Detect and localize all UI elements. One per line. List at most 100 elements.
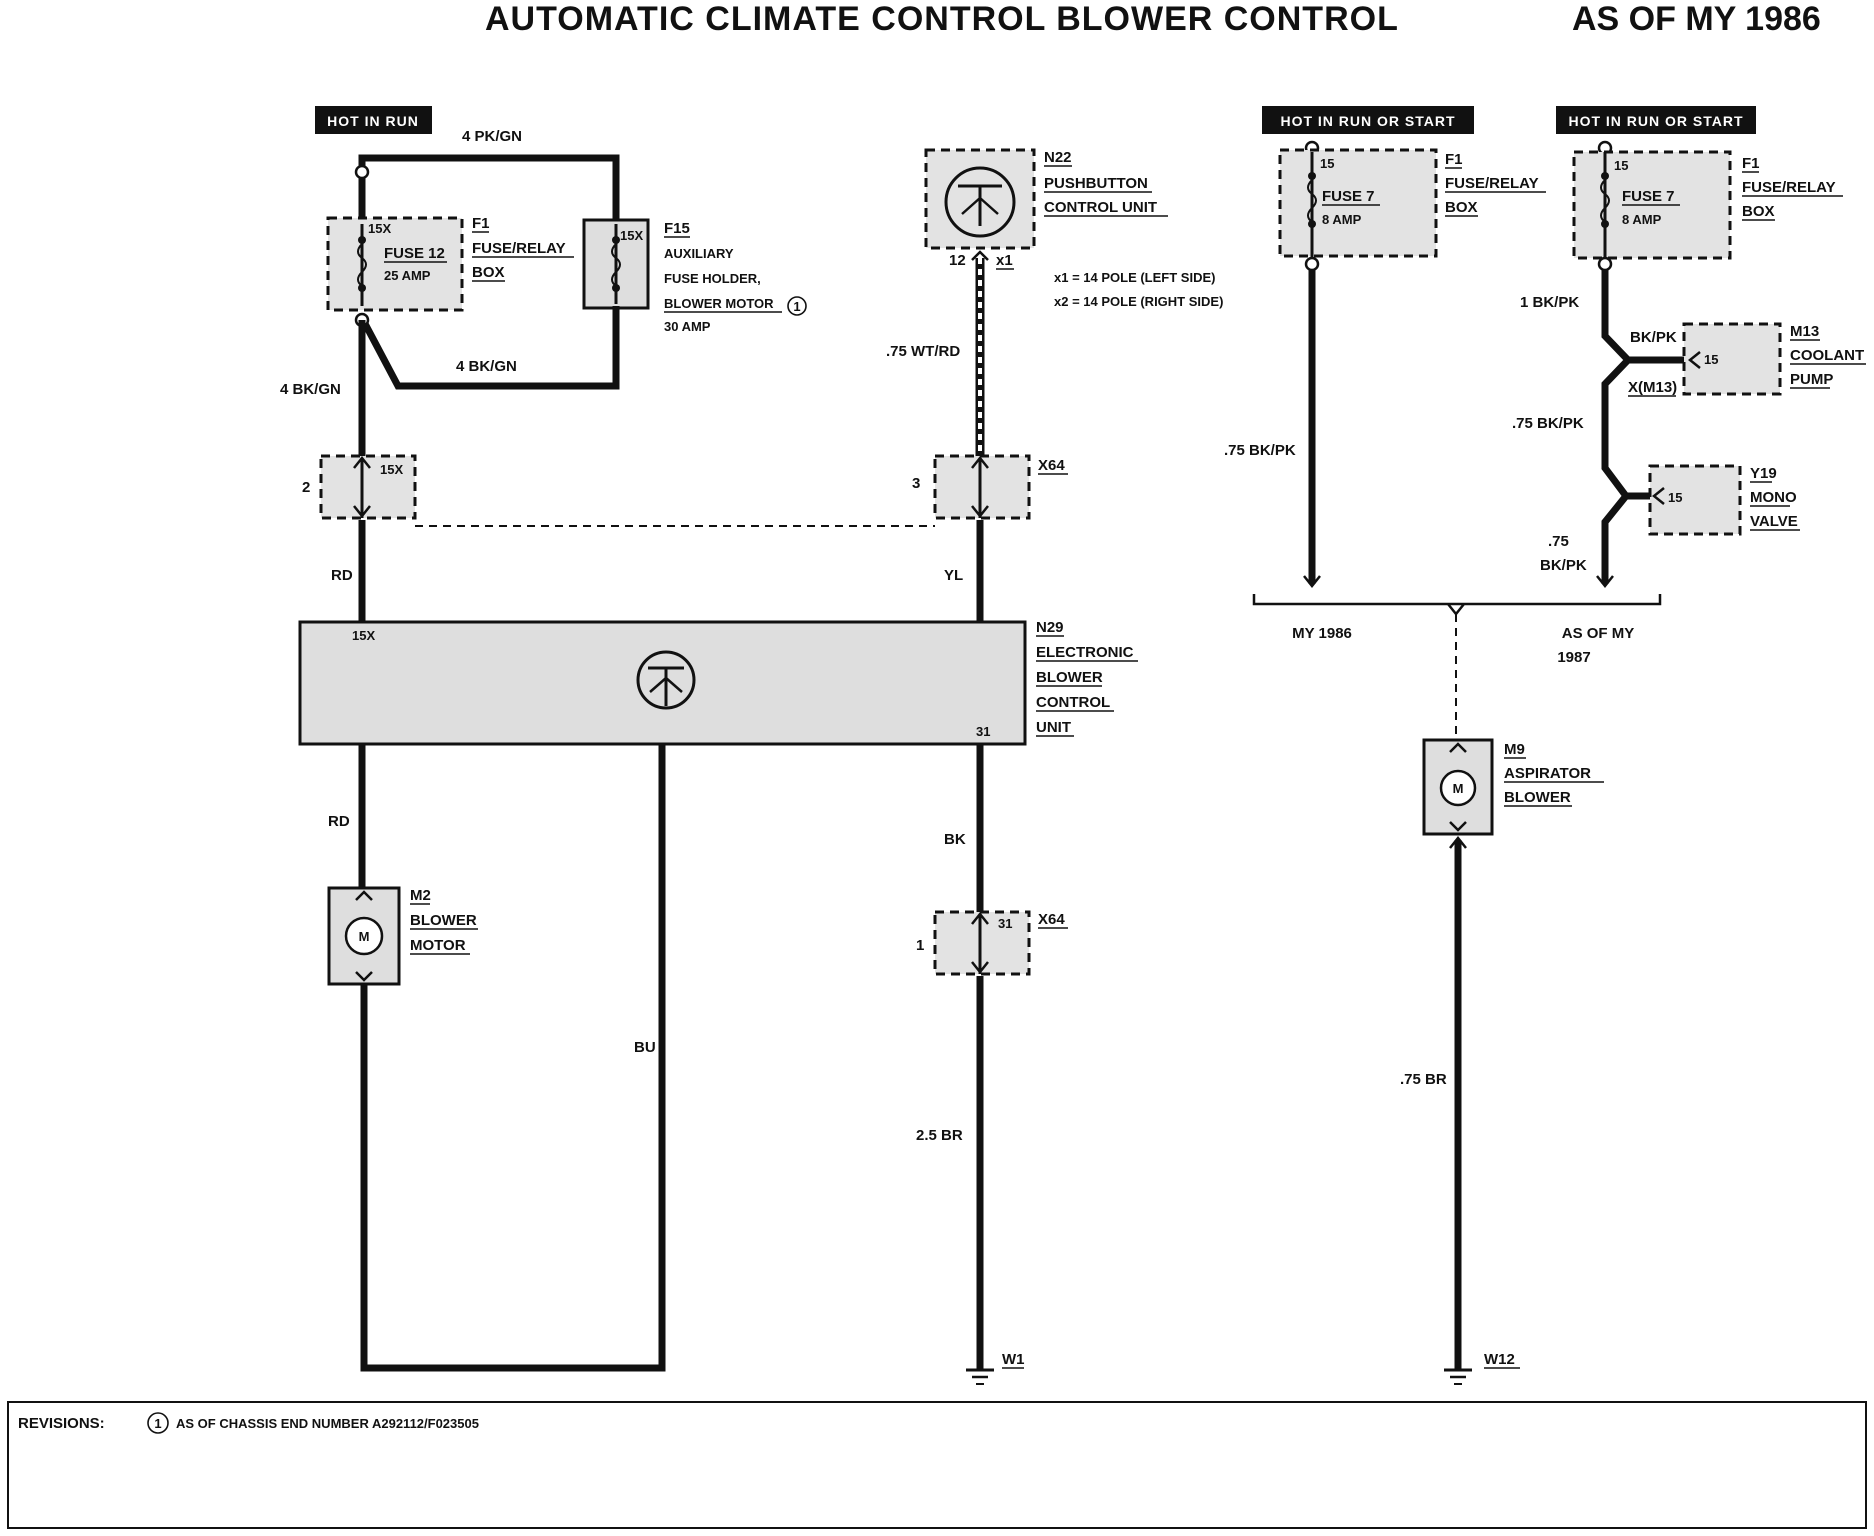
m2-id: M2 [410,887,431,904]
ground-w12 [1444,1368,1472,1385]
f15-label-2: FUSE HOLDER, [664,271,761,286]
svg-text:M: M [359,929,370,944]
n22-label-2: CONTROL UNIT [1044,199,1157,216]
wire-label-4-bk-gn-feed: 4 BK/GN [280,381,341,398]
f15-label-1: AUXILIARY [664,246,734,261]
svg-text:FUSE 7: FUSE 7 [1622,188,1675,205]
model-year-bracket [1252,594,1662,740]
svg-text:15X: 15X [380,462,403,477]
wire-4-bk-gn-loop [358,306,620,390]
wire-label-bu: BU [634,1039,656,1056]
wire-4-pk-gn [358,154,620,224]
svg-text:HOT IN RUN OR START: HOT IN RUN OR START [1280,113,1455,129]
f1-fuse-relay-box-left: 15X FUSE 12 25 AMP [326,216,464,312]
n22-pin-x1: x1 [996,252,1013,269]
m2-blower-motor: M [327,886,401,986]
wire-label-rd-lower: RD [328,813,350,830]
m13-id: M13 [1790,323,1819,340]
n22-pin-number: 12 [949,252,966,269]
svg-text:M: M [1453,781,1464,796]
f15-id: F15 [664,220,690,237]
svg-text:15: 15 [1614,158,1628,173]
f1-mid-id: F1 [1445,151,1463,168]
svg-text:FUSE 7: FUSE 7 [1322,188,1375,205]
f15-amp: 30 AMP [664,319,711,334]
y19-mono-valve: 15 [1648,464,1742,536]
f15-label-3: BLOWER MOTOR [664,296,774,311]
svg-text:8 AMP: 8 AMP [1322,212,1362,227]
wire-label-4-bk-gn-loop: 4 BK/GN [456,358,517,375]
m13-label-1: COOLANT [1790,347,1864,364]
y19-id: Y19 [1750,465,1777,482]
pole-note-line-2: x2 = 14 POLE (RIGHT SIDE) [1054,294,1223,309]
n29-label-1: ELECTRONIC [1036,644,1134,661]
m2-label-1: BLOWER [410,912,477,929]
wire-label-bk-pk-right: BK/PK [1540,557,1587,574]
m2-label-2: MOTOR [410,937,466,954]
wire-label-rd-upper: RD [331,567,353,584]
wire-label-1-bk-pk: 1 BK/PK [1520,294,1579,311]
m9-aspirator-blower: M [1422,738,1494,836]
x64-top-id: X64 [1038,457,1065,474]
hot-run-start-badge-1: HOT IN RUN OR START [1262,106,1474,134]
x64-bottom-id: X64 [1038,911,1065,928]
wire-bu [360,744,666,1372]
m9-id: M9 [1504,741,1525,758]
svg-text:8 AMP: 8 AMP [1622,212,1662,227]
svg-text:31: 31 [976,724,990,739]
f1-mid-label-2: BOX [1445,199,1478,216]
svg-text:FUSE 12: FUSE 12 [384,245,445,262]
svg-text:15X: 15X [368,221,391,236]
n29-label-3: CONTROL [1036,694,1110,711]
f1-left-label-2: BOX [472,264,505,281]
x64-right-pin: 3 [912,475,920,492]
wire-right-chain [1601,270,1633,584]
revisions-note-number: 1 [154,1416,161,1431]
svg-text:15: 15 [1668,490,1682,505]
n29-electronic-blower-control-unit: 15X 31 [298,620,1027,746]
revision-note-marker: 1 [787,296,807,316]
wire-label-75-right: .75 [1548,533,1569,550]
my-1986-label: MY 1986 [1292,625,1352,642]
y19-label-2: VALVE [1750,513,1798,530]
f1-right-id: F1 [1742,155,1760,172]
ground-w1-label: W1 [1002,1351,1025,1368]
wire-label-yl: YL [944,567,963,584]
y19-label-1: MONO [1750,489,1797,506]
f15-auxiliary-fuse-holder: 15X [582,218,650,310]
n22-label-1: PUSHBUTTON [1044,175,1148,192]
m13-label-2: PUMP [1790,371,1833,388]
wire-label-2-5-br: 2.5 BR [916,1127,963,1144]
hot-run-start-badge-2: HOT IN RUN OR START [1556,106,1756,134]
svg-text:25 AMP: 25 AMP [384,268,431,283]
as-of-my-1987-line-2: 1987 [1557,649,1590,666]
f1-mid-label-1: FUSE/RELAY [1445,175,1539,192]
revisions-text: AS OF CHASSIS END NUMBER A292112/F023505 [176,1416,479,1431]
svg-text:HOT IN RUN OR START: HOT IN RUN OR START [1568,113,1743,129]
pole-note-line-1: x1 = 14 POLE (LEFT SIDE) [1054,270,1215,285]
n29-label-2: BLOWER [1036,669,1103,686]
as-of-my-1987-line-1: AS OF MY [1562,625,1635,642]
f1-fuse-relay-box-mid: 15 FUSE 7 8 AMP [1278,148,1438,258]
x64-connector-right [933,454,1031,520]
m9-label-2: BLOWER [1504,789,1571,806]
f1-left-label-1: FUSE/RELAY [472,240,566,257]
f1-fuse-relay-box-right: 15 FUSE 7 8 AMP [1572,150,1732,260]
svg-text:31: 31 [998,916,1012,931]
m13-coolant-pump: 15 [1682,322,1782,396]
wire-label-75-wt-rd: .75 WT/RD [886,343,960,360]
f1-left-id: F1 [472,215,490,232]
wire-label-75-br: .75 BR [1400,1071,1447,1088]
svg-text:HOT IN RUN: HOT IN RUN [327,113,419,129]
diagram-title: AUTOMATIC CLIMATE CONTROL BLOWER CONTROL [485,0,1399,38]
svg-text:15X: 15X [352,628,375,643]
f1-right-label-2: BOX [1742,203,1775,220]
wire-75-wt-rd [971,250,989,456]
x64-left-pin: 2 [302,479,310,496]
n22-id: N22 [1044,149,1072,166]
x64-connector-left: 15X [319,454,417,520]
wire-label-75-bk-pk-mid: .75 BK/PK [1224,442,1296,459]
wire-label-bk: BK [944,831,966,848]
svg-text:1: 1 [793,299,800,314]
